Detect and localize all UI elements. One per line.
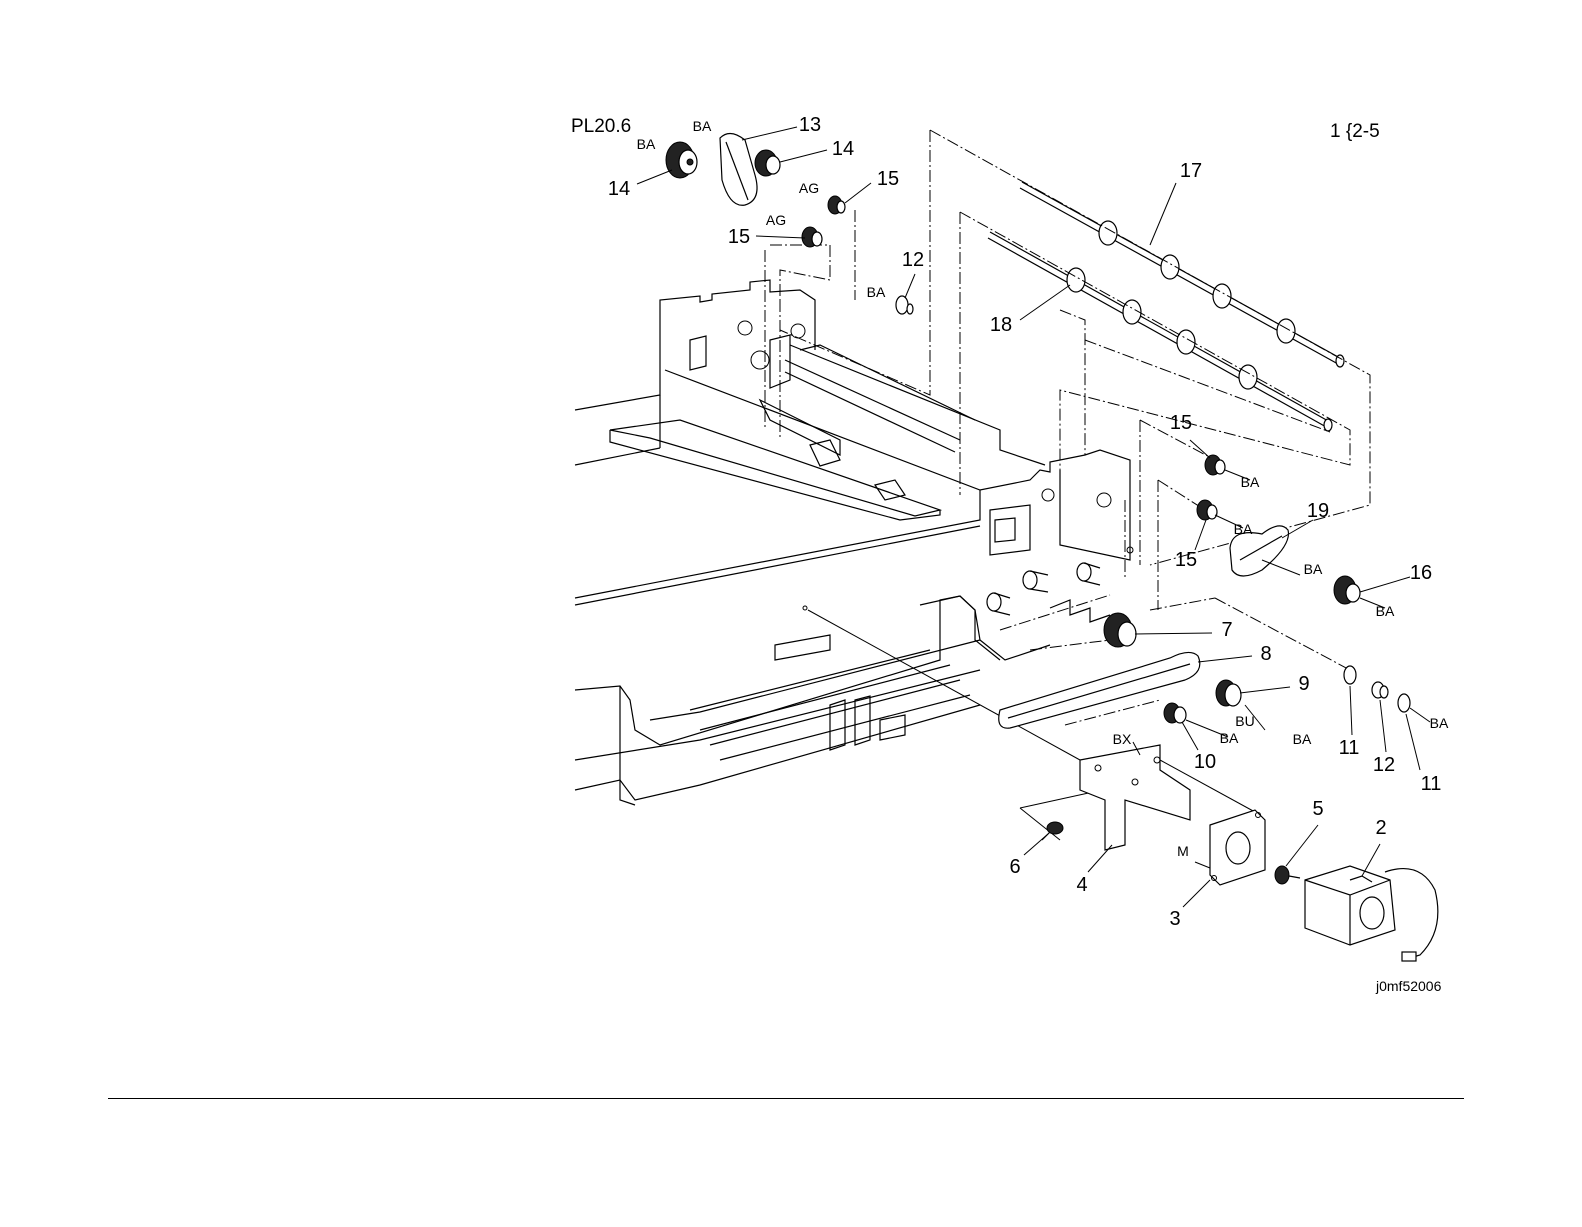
- pulley-9: [1216, 680, 1241, 706]
- code-ba: BA: [1220, 730, 1239, 746]
- callout-12: 12: [1373, 754, 1395, 776]
- motor-2: [1305, 866, 1438, 961]
- callout-16: 16: [1410, 562, 1432, 584]
- callout-4: 4: [1076, 874, 1087, 896]
- code-ba: BA: [1376, 603, 1395, 619]
- code-m: M: [1177, 843, 1189, 859]
- callout-15: 15: [728, 226, 750, 248]
- code-ba: BA: [1293, 731, 1312, 747]
- code-ba: BA: [637, 136, 656, 152]
- belt-13: [720, 133, 757, 205]
- callout-2: 2: [1375, 817, 1386, 839]
- plate-id: PL20.6: [571, 116, 631, 137]
- callout-14: 14: [608, 178, 630, 200]
- kit-note: 1 {2-5: [1330, 121, 1380, 142]
- screw-6: [1042, 822, 1063, 840]
- footer-rule: [108, 1098, 1464, 1099]
- callout-15: 15: [1170, 412, 1192, 434]
- bushing-12-lower: [1372, 682, 1388, 698]
- callout-17: 17: [1180, 160, 1202, 182]
- upper-frame: [575, 280, 1133, 605]
- bushing-12-upper: [896, 296, 913, 314]
- callout-11: 11: [1339, 737, 1360, 759]
- washer-11-right: [1398, 694, 1410, 712]
- callout-8: 8: [1260, 643, 1271, 665]
- bearing-15-lower: [802, 227, 822, 247]
- code-ba: BA: [1234, 521, 1253, 537]
- code-bx: BX: [1113, 731, 1132, 747]
- code-ba: BA: [867, 284, 886, 300]
- callout-9: 9: [1298, 673, 1309, 695]
- gear-14-left: [666, 142, 697, 178]
- gear-16: [1334, 576, 1360, 604]
- callout-11: 11: [1421, 773, 1442, 795]
- callout-12: 12: [902, 249, 924, 271]
- code-ag: AG: [799, 180, 819, 196]
- code-ba: BA: [1430, 715, 1449, 731]
- callout-numbers: 13 14 14 15 15 17 12 18 15 19 15 16 7 8 9 11 10 12 11 5 2 6 4 3: [608, 114, 1442, 930]
- motor-plate-3: [1210, 810, 1265, 885]
- bracket-4: [1080, 745, 1190, 850]
- callout-15: 15: [877, 168, 899, 190]
- washer-11-left: [1344, 666, 1356, 684]
- lower-frame: [575, 596, 1080, 805]
- callout-13: 13: [799, 114, 821, 136]
- figure-id: j0mf52006: [1375, 978, 1442, 994]
- frame-bearings: [987, 563, 1110, 622]
- bearing-15-low: [1197, 500, 1217, 520]
- alignment-lines: [765, 130, 1370, 840]
- callout-10: 10: [1194, 751, 1216, 773]
- code-ba: BA: [1304, 561, 1323, 577]
- gear-5: [1275, 866, 1300, 884]
- bearing-15-mid: [1205, 455, 1225, 475]
- bearing-15-upper: [828, 196, 845, 214]
- code-ba: BA: [693, 118, 712, 134]
- code-ag: AG: [766, 212, 786, 228]
- callout-15: 15: [1175, 549, 1197, 571]
- code-bu: BU: [1235, 713, 1254, 729]
- code-ba: BA: [1241, 474, 1260, 490]
- callout-7: 7: [1221, 619, 1232, 641]
- callout-5: 5: [1312, 798, 1323, 820]
- bearing-10: [1164, 703, 1186, 723]
- callout-14: 14: [832, 138, 854, 160]
- gear-14-right: [755, 150, 780, 176]
- callout-19: 19: [1307, 500, 1329, 522]
- callout-3: 3: [1169, 908, 1180, 930]
- gear-7: [1104, 613, 1136, 647]
- callout-18: 18: [990, 314, 1012, 336]
- callout-6: 6: [1009, 856, 1020, 878]
